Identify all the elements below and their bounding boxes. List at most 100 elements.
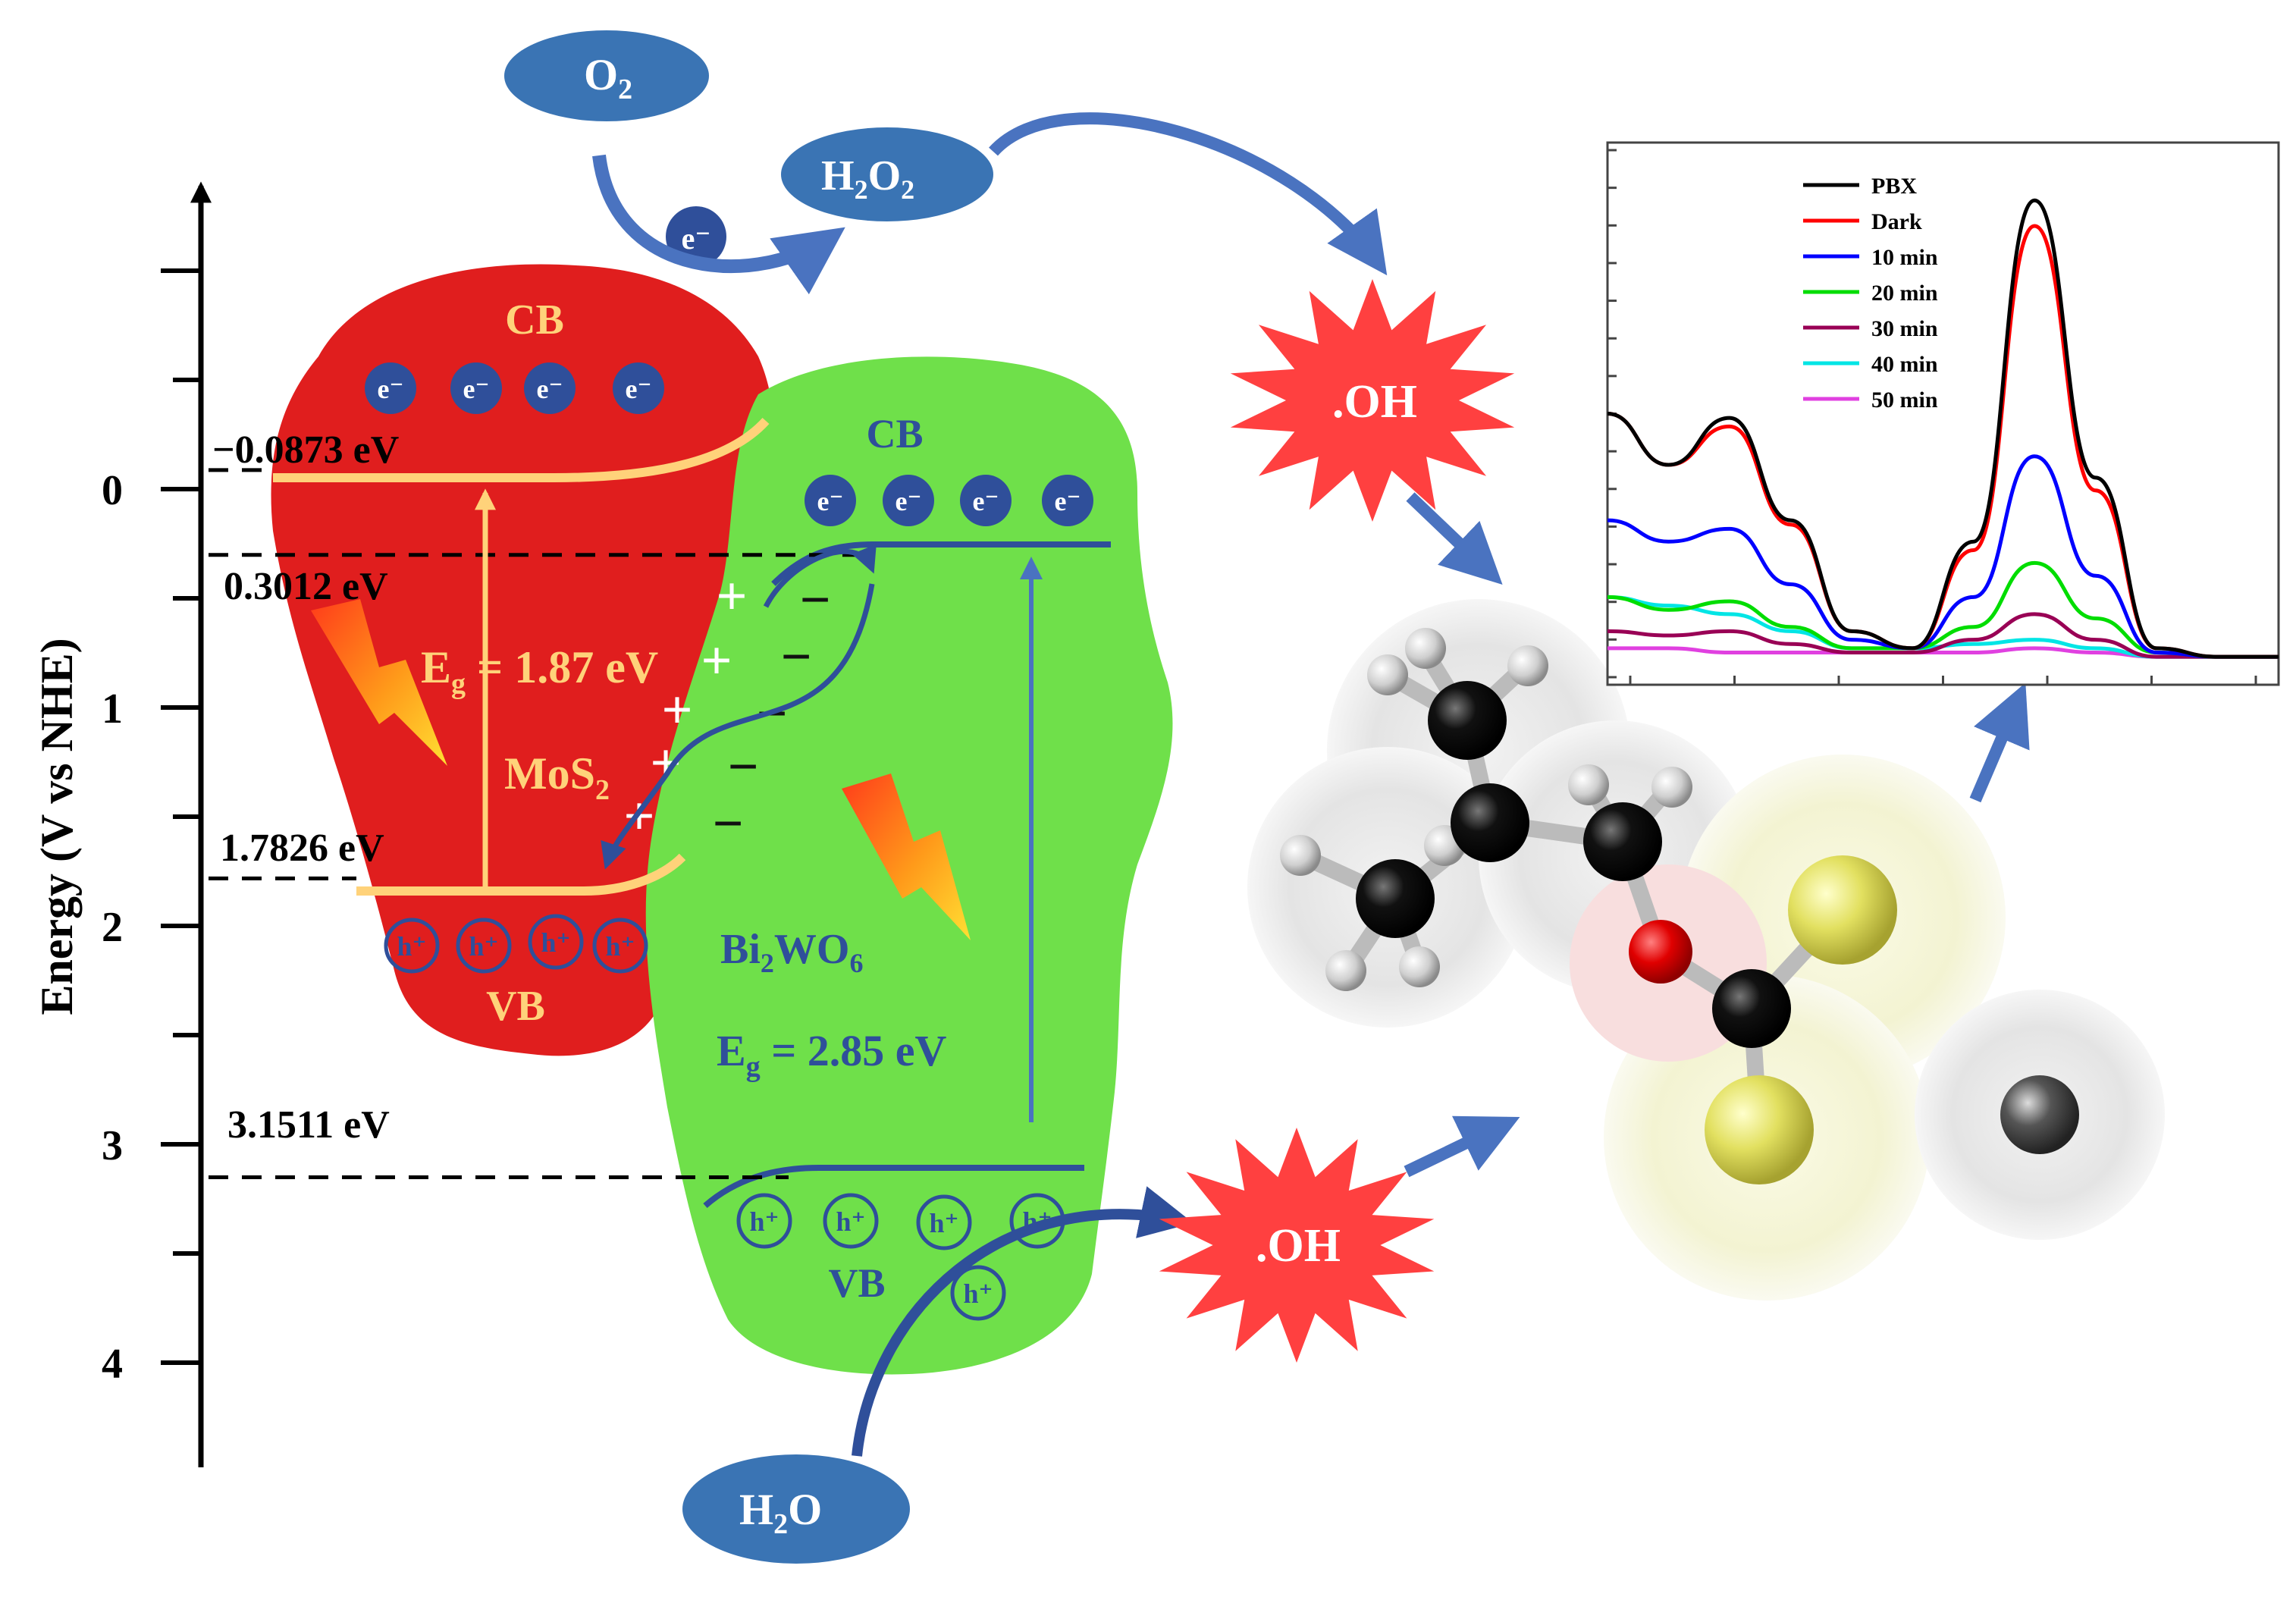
legend-label-30-min: 30 min bbox=[1871, 316, 1938, 341]
mos2-eg-prefix: E bbox=[421, 642, 451, 692]
electron-bi2wo6-circle bbox=[1042, 475, 1093, 526]
metal-atom bbox=[2000, 1075, 2079, 1154]
hole-bi2wo6-circle bbox=[916, 1194, 972, 1250]
hole-bi2wo6: h⁺ bbox=[950, 1265, 1006, 1321]
oxygen-atom bbox=[1629, 920, 1692, 984]
oh-top-to-molecule-arrow bbox=[1406, 492, 1503, 585]
level-label-bi2wo6-vb: 3.1511 eV bbox=[227, 1103, 390, 1147]
electron-bi2wo6: e⁻ bbox=[1042, 475, 1093, 526]
o2-label: O2 bbox=[584, 50, 632, 105]
mos2-name-sub: 2 bbox=[595, 774, 610, 806]
hole-bi2wo6-circle bbox=[823, 1193, 879, 1249]
o2-to-h2o2-arrow bbox=[592, 154, 845, 295]
o2-oval: O2 bbox=[504, 30, 709, 121]
legend-label-40-min: 40 min bbox=[1871, 352, 1938, 377]
electron-bi2wo6-circle bbox=[805, 475, 856, 526]
reduction-electron-label: e⁻ bbox=[682, 221, 711, 256]
level-label-mos2-vb: 1.7826 eV bbox=[220, 827, 384, 870]
h2o2-oval: H2O2 bbox=[781, 127, 993, 221]
electron-mos2: e⁻ bbox=[450, 362, 502, 414]
electron-mos2-circle bbox=[613, 362, 664, 414]
oh-radical-top: .OH bbox=[1230, 279, 1515, 522]
molecule-to-spectrum-arrow bbox=[1969, 682, 2030, 803]
electron-mos2-circle bbox=[524, 362, 576, 414]
electron-mos2-circle bbox=[450, 362, 502, 414]
lightning-bolt-icon-right bbox=[842, 773, 971, 940]
hole-bi2wo6: h⁺ bbox=[736, 1193, 792, 1249]
bi2wo6-eg-sub: g bbox=[746, 1051, 761, 1083]
electron-bi2wo6-label: e⁻ bbox=[1055, 486, 1081, 516]
z-scheme-arrow bbox=[601, 583, 875, 870]
hole-mos2-circle bbox=[592, 918, 648, 974]
pbx-molecule bbox=[1247, 599, 2165, 1301]
h2o-label: H2O bbox=[739, 1485, 822, 1540]
h2o2-2: 2 bbox=[855, 174, 868, 205]
axis-tick-label: 3 bbox=[102, 1122, 123, 1169]
hole-bi2wo6: h⁺ bbox=[823, 1193, 879, 1249]
axis-tick-label: 2 bbox=[102, 904, 123, 951]
h2o-2: 2 bbox=[773, 1508, 788, 1540]
inset-series-30-min bbox=[1607, 612, 2279, 659]
electron-bi2wo6-label: e⁻ bbox=[817, 486, 844, 516]
electron-bi2wo6: e⁻ bbox=[805, 475, 856, 526]
charge-carriers: e⁻e⁻e⁻e⁻e⁻e⁻e⁻e⁻h⁺h⁺h⁺h⁺h⁺h⁺h⁺h⁺h⁺+++++−… bbox=[365, 362, 1093, 1321]
hole-bi2wo6: h⁺ bbox=[916, 1194, 972, 1250]
hole-mos2: h⁺ bbox=[528, 914, 584, 970]
lightning-bolt-icon-left bbox=[311, 599, 447, 766]
hole-mos2-label: h⁺ bbox=[397, 931, 426, 962]
h2o2-to-oh-arrow bbox=[989, 112, 1388, 276]
carbon-atoms bbox=[1356, 681, 1791, 1048]
legend-label-50-min: 50 min bbox=[1871, 387, 1938, 413]
hole-bi2wo6-label: h⁺ bbox=[929, 1208, 958, 1238]
electron-mos2-label: e⁻ bbox=[626, 374, 652, 404]
bi2wo6-name-3: WO bbox=[774, 926, 850, 973]
axis-tick-label: 0 bbox=[102, 467, 123, 514]
electron-bi2wo6-label: e⁻ bbox=[973, 486, 999, 516]
electron-mos2: e⁻ bbox=[613, 362, 664, 414]
hole-mos2-circle bbox=[456, 918, 512, 974]
mos2-bandgap-label: Eg = 1.87 eV bbox=[421, 642, 658, 700]
electron-mos2-label: e⁻ bbox=[463, 374, 490, 404]
h2o-to-oh-arrow bbox=[852, 1186, 1193, 1457]
negative-charge: − bbox=[780, 626, 811, 687]
bi2wo6-eg-value: = 2.85 eV bbox=[761, 1026, 947, 1075]
electron-transfer-arrow bbox=[763, 544, 877, 608]
electron-mos2-label: e⁻ bbox=[537, 374, 563, 404]
electron-bi2wo6-circle bbox=[960, 475, 1012, 526]
electron-mos2-circle bbox=[365, 362, 416, 414]
bi2wo6-name-2: 2 bbox=[761, 948, 774, 978]
positive-charge: + bbox=[716, 566, 747, 626]
mos2-cb-line bbox=[273, 417, 770, 482]
legend-label-pbx: PBX bbox=[1871, 174, 1917, 199]
oh-bottom-to-molecule-arrow bbox=[1404, 1115, 1520, 1178]
hole-mos2-label: h⁺ bbox=[469, 931, 498, 962]
o2-sub: 2 bbox=[618, 74, 632, 105]
electron-mos2: e⁻ bbox=[365, 362, 416, 414]
electron-bi2wo6: e⁻ bbox=[883, 475, 934, 526]
sulfur-atom-1 bbox=[1788, 855, 1897, 965]
oh-label-bottom: .OH bbox=[1256, 1220, 1341, 1272]
electron-bi2wo6: e⁻ bbox=[960, 475, 1012, 526]
o2-main: O bbox=[584, 50, 618, 99]
mos2-name-main: MoS bbox=[504, 748, 595, 798]
mos2-cb-label: CB bbox=[505, 296, 564, 344]
hole-mos2: h⁺ bbox=[592, 918, 648, 974]
electron-bi2wo6-label: e⁻ bbox=[896, 486, 922, 516]
mos2-particle bbox=[271, 264, 773, 1056]
h2o-oval: H2O bbox=[682, 1454, 910, 1564]
inset-series bbox=[1607, 198, 2279, 659]
sulfur-atom-2 bbox=[1705, 1075, 1814, 1184]
mos2-eg-value: = 1.87 eV bbox=[466, 642, 658, 692]
inset-series-10-min bbox=[1607, 454, 2279, 659]
electron-bi2wo6-circle bbox=[883, 475, 934, 526]
electron-mos2-label: e⁻ bbox=[378, 374, 404, 404]
positive-charge: + bbox=[701, 630, 732, 691]
mos2-vb-line bbox=[356, 853, 686, 896]
h2o-1: H bbox=[739, 1485, 773, 1534]
negative-charge: − bbox=[727, 736, 758, 797]
oh-star-bottom bbox=[1159, 1128, 1435, 1363]
axis-tick-label: 4 bbox=[102, 1341, 123, 1388]
